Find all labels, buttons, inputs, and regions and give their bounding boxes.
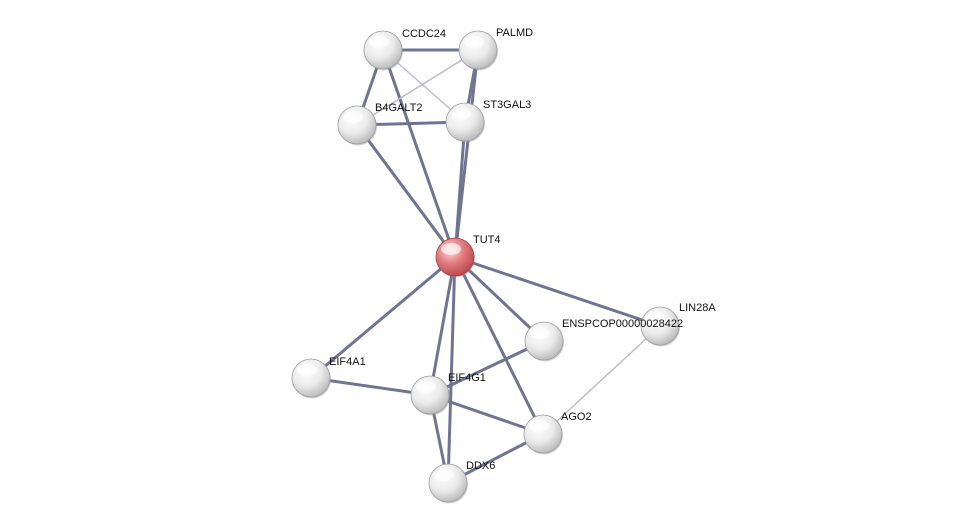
node-highlight (369, 36, 389, 48)
node-highlight (434, 469, 454, 481)
node-highlight (416, 381, 436, 393)
node-ccdc24[interactable] (363, 30, 403, 71)
edge-lin28a-ago2[interactable] (542, 325, 661, 435)
node-tut4[interactable] (435, 237, 475, 278)
node-highlight (451, 108, 471, 120)
node-label-b4galt2: B4GALT2 (375, 102, 423, 114)
edge-palmd-b4galt2[interactable] (356, 49, 479, 126)
node-st3gal3[interactable] (445, 102, 485, 143)
node-ddx6[interactable] (428, 463, 468, 504)
edge-enspcop-eif4g1[interactable] (428, 339, 546, 397)
edge-tut4-ddx6[interactable] (446, 255, 457, 485)
node-highlight (646, 312, 666, 324)
node-label-eif4a1: EIF4A1 (329, 356, 366, 368)
edge-eif4g1-ago2[interactable] (428, 393, 545, 436)
node-label-ago2: AGO2 (561, 411, 592, 423)
edge-tut4-eif4g1[interactable] (428, 255, 457, 397)
node-lin28a[interactable] (640, 306, 680, 347)
node-label-eif4g1: EIF4G1 (448, 372, 486, 384)
node-eif4a1[interactable] (291, 358, 331, 399)
node-enspcop[interactable] (524, 321, 564, 362)
node-label-ccdc24: CCDC24 (402, 28, 446, 40)
node-label-tut4: TUT4 (473, 234, 501, 246)
node-highlight (343, 111, 363, 123)
node-label-st3gal3: ST3GAL3 (483, 99, 531, 111)
node-b4galt2[interactable] (337, 105, 377, 146)
node-label-lin28a: LIN28A (679, 302, 716, 314)
node-highlight (530, 327, 550, 339)
edge-ccdc24-tut4[interactable] (381, 48, 457, 259)
edge-tut4-eif4a1[interactable] (309, 255, 457, 380)
node-highlight (464, 36, 484, 48)
node-label-palmd: PALMD (496, 27, 533, 39)
node-highlight (529, 420, 549, 432)
node-highlight (441, 243, 461, 255)
edge-tut4-ago2[interactable] (453, 255, 545, 436)
node-palmd[interactable] (458, 30, 498, 71)
node-ago2[interactable] (523, 414, 563, 455)
edge-b4galt2-tut4[interactable] (355, 123, 457, 259)
edge-tut4-lin28a[interactable] (453, 255, 662, 328)
node-label-ddx6: DDX6 (466, 460, 495, 472)
edge-tut4-enspcop[interactable] (453, 255, 546, 343)
node-highlight (297, 364, 317, 376)
node-eif4g1[interactable] (410, 375, 450, 416)
node-label-enspcop: ENSPCOP00000028422 (562, 318, 683, 330)
nodes-layer (291, 30, 680, 504)
edge-st3gal3-tut4[interactable] (453, 120, 467, 259)
edge-eif4a1-eif4g1[interactable] (309, 376, 432, 397)
